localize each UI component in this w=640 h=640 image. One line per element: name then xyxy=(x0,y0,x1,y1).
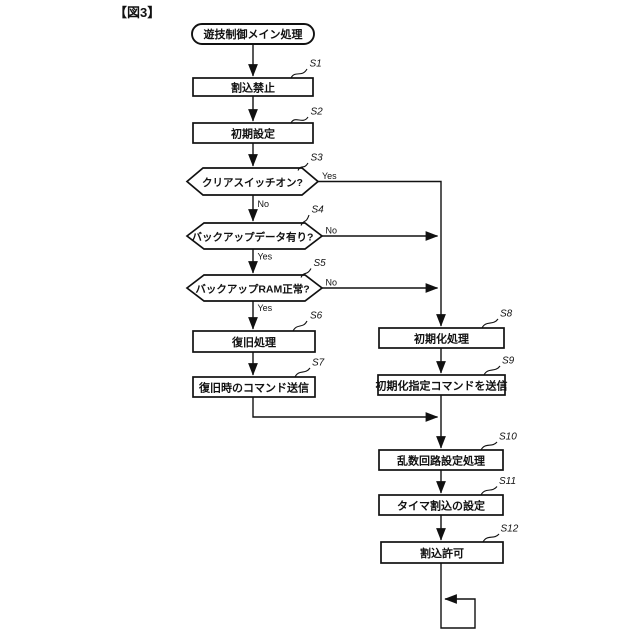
step-s8-box xyxy=(378,327,505,349)
step-s1-number: S1 xyxy=(310,59,322,70)
step-s3-label: クリアスイッチオン? xyxy=(202,177,303,189)
step-s3-leader xyxy=(297,162,309,171)
step-s12-leader xyxy=(482,533,500,543)
step-s10-leader xyxy=(480,441,498,451)
branch-label-s5-yes: Yes xyxy=(258,303,273,313)
step-s9-leader xyxy=(483,365,501,376)
step-s2-box xyxy=(192,122,314,144)
step-s11-label: タイマ割込の設定 xyxy=(397,499,485,513)
step-s3-number: S3 xyxy=(311,153,324,164)
step-s7-number: S7 xyxy=(312,358,325,369)
step-s9-box xyxy=(377,374,506,396)
step-s9-label: 初期化指定コマンドを送信 xyxy=(376,379,508,393)
step-s11-leader xyxy=(480,486,498,496)
step-s6-label: 復旧処理 xyxy=(231,335,276,349)
step-s8-number: S8 xyxy=(500,309,513,320)
step-s4-label: バックアップデータ有り? xyxy=(192,231,314,244)
step-s1-leader xyxy=(290,68,308,79)
step-s10-box xyxy=(378,449,504,471)
step-s12-label: 割込許可 xyxy=(420,546,464,560)
step-s4-decision xyxy=(185,222,324,250)
step-s10-number: S10 xyxy=(499,432,517,443)
step-s8-leader xyxy=(481,318,499,329)
step-s8-label: 初期化処理 xyxy=(414,332,469,346)
step-s4-leader xyxy=(300,214,310,226)
step-s1-box xyxy=(192,77,314,97)
step-s7-leader xyxy=(294,367,311,378)
connector-s12-loop xyxy=(440,563,476,629)
step-s9-number: S9 xyxy=(502,356,515,367)
connector-s3-yes-s8 xyxy=(318,180,446,327)
step-s11-box xyxy=(378,494,504,516)
step-s5-decision xyxy=(185,274,324,302)
step-s6-leader xyxy=(292,320,308,332)
start-terminal-label: 遊技制御メイン処理 xyxy=(204,27,303,41)
step-s7-box xyxy=(192,376,316,398)
step-s1-label: 割込禁止 xyxy=(231,81,275,95)
step-s2-label: 初期設定 xyxy=(231,127,275,141)
step-s6-number: S6 xyxy=(310,311,323,322)
step-s5-leader xyxy=(300,268,312,278)
step-s7-label: 復旧時のコマンド送信 xyxy=(198,381,309,395)
step-s11-number: S11 xyxy=(499,476,516,487)
branch-label-s3-yes: Yes xyxy=(322,171,337,181)
branch-label-s3-no: No xyxy=(258,199,270,209)
branch-label-s4-yes: Yes xyxy=(258,252,273,262)
connector-s7-merge xyxy=(252,397,439,422)
step-s6-box xyxy=(192,330,316,353)
figure-label: 【図3】 xyxy=(114,5,160,20)
step-s12-box xyxy=(380,541,504,564)
step-s3-decision xyxy=(185,167,320,196)
step-s12-number: S12 xyxy=(501,524,519,535)
step-s5-number: S5 xyxy=(314,258,327,269)
branch-label-s4-no: No xyxy=(326,226,338,236)
branch-label-s5-no: No xyxy=(326,278,338,288)
step-s2-number: S2 xyxy=(311,107,324,118)
step-s2-leader xyxy=(290,116,309,124)
step-s4-number: S4 xyxy=(312,205,325,216)
step-s10-label: 乱数回路設定処理 xyxy=(397,454,485,468)
step-s5-label: バックアップRAM正常? xyxy=(195,283,309,296)
